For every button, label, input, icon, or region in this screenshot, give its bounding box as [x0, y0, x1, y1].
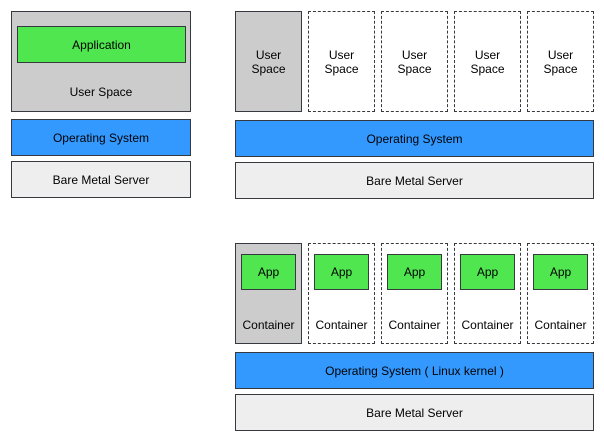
- user-space-label: User Space: [397, 47, 432, 76]
- container-box-3: App Container: [381, 243, 448, 344]
- user-space-box-5: User Space: [527, 11, 594, 112]
- operating-system-label: Operating System ( Linux kernel ): [325, 363, 504, 378]
- user-space-box: Application User Space: [11, 11, 191, 112]
- app-box: App: [387, 254, 442, 290]
- bare-metal-server-box: Bare Metal Server: [11, 161, 191, 198]
- app-label: App: [330, 265, 353, 279]
- app-box: App: [460, 254, 515, 290]
- container-label: Container: [242, 318, 295, 332]
- user-space-box-3: User Space: [381, 11, 448, 112]
- operating-system-linux-kernel-box: Operating System ( Linux kernel ): [235, 352, 594, 389]
- app-label: App: [549, 265, 572, 279]
- app-label: App: [257, 265, 280, 279]
- container-label: Container: [315, 318, 368, 332]
- container-label: Container: [461, 318, 514, 332]
- bare-metal-server-label: Bare Metal Server: [366, 405, 463, 420]
- container-box-5: App Container: [527, 243, 594, 344]
- container-box-2: App Container: [308, 243, 375, 344]
- user-space-box-1: User Space: [235, 11, 302, 112]
- operating-system-box: Operating System: [235, 120, 594, 157]
- app-label: App: [476, 265, 499, 279]
- user-space-label: User Space: [251, 47, 286, 76]
- app-box: App: [241, 254, 296, 290]
- application-box: Application: [17, 26, 186, 63]
- user-space-label: User Space: [470, 47, 505, 76]
- bare-metal-server-box: Bare Metal Server: [235, 394, 594, 431]
- user-space-label: User Space: [543, 47, 578, 76]
- user-space-box-2: User Space: [308, 11, 375, 112]
- operating-system-label: Operating System: [366, 131, 463, 146]
- container-label: Container: [388, 318, 441, 332]
- app-box: App: [533, 254, 588, 290]
- container-box-4: App Container: [454, 243, 521, 344]
- app-box: App: [314, 254, 369, 290]
- user-space-box-4: User Space: [454, 11, 521, 112]
- app-label: App: [403, 265, 426, 279]
- application-label: Application: [72, 37, 131, 52]
- bare-metal-server-label: Bare Metal Server: [52, 172, 150, 187]
- operating-system-box: Operating System: [11, 119, 191, 156]
- bare-metal-server-label: Bare Metal Server: [366, 173, 463, 188]
- container-label: Container: [534, 318, 587, 332]
- bare-metal-server-box: Bare Metal Server: [235, 162, 594, 199]
- operating-system-label: Operating System: [52, 130, 150, 145]
- user-space-label: User Space: [324, 47, 359, 76]
- container-box-1: App Container: [235, 243, 302, 344]
- user-space-label: User Space: [69, 85, 133, 99]
